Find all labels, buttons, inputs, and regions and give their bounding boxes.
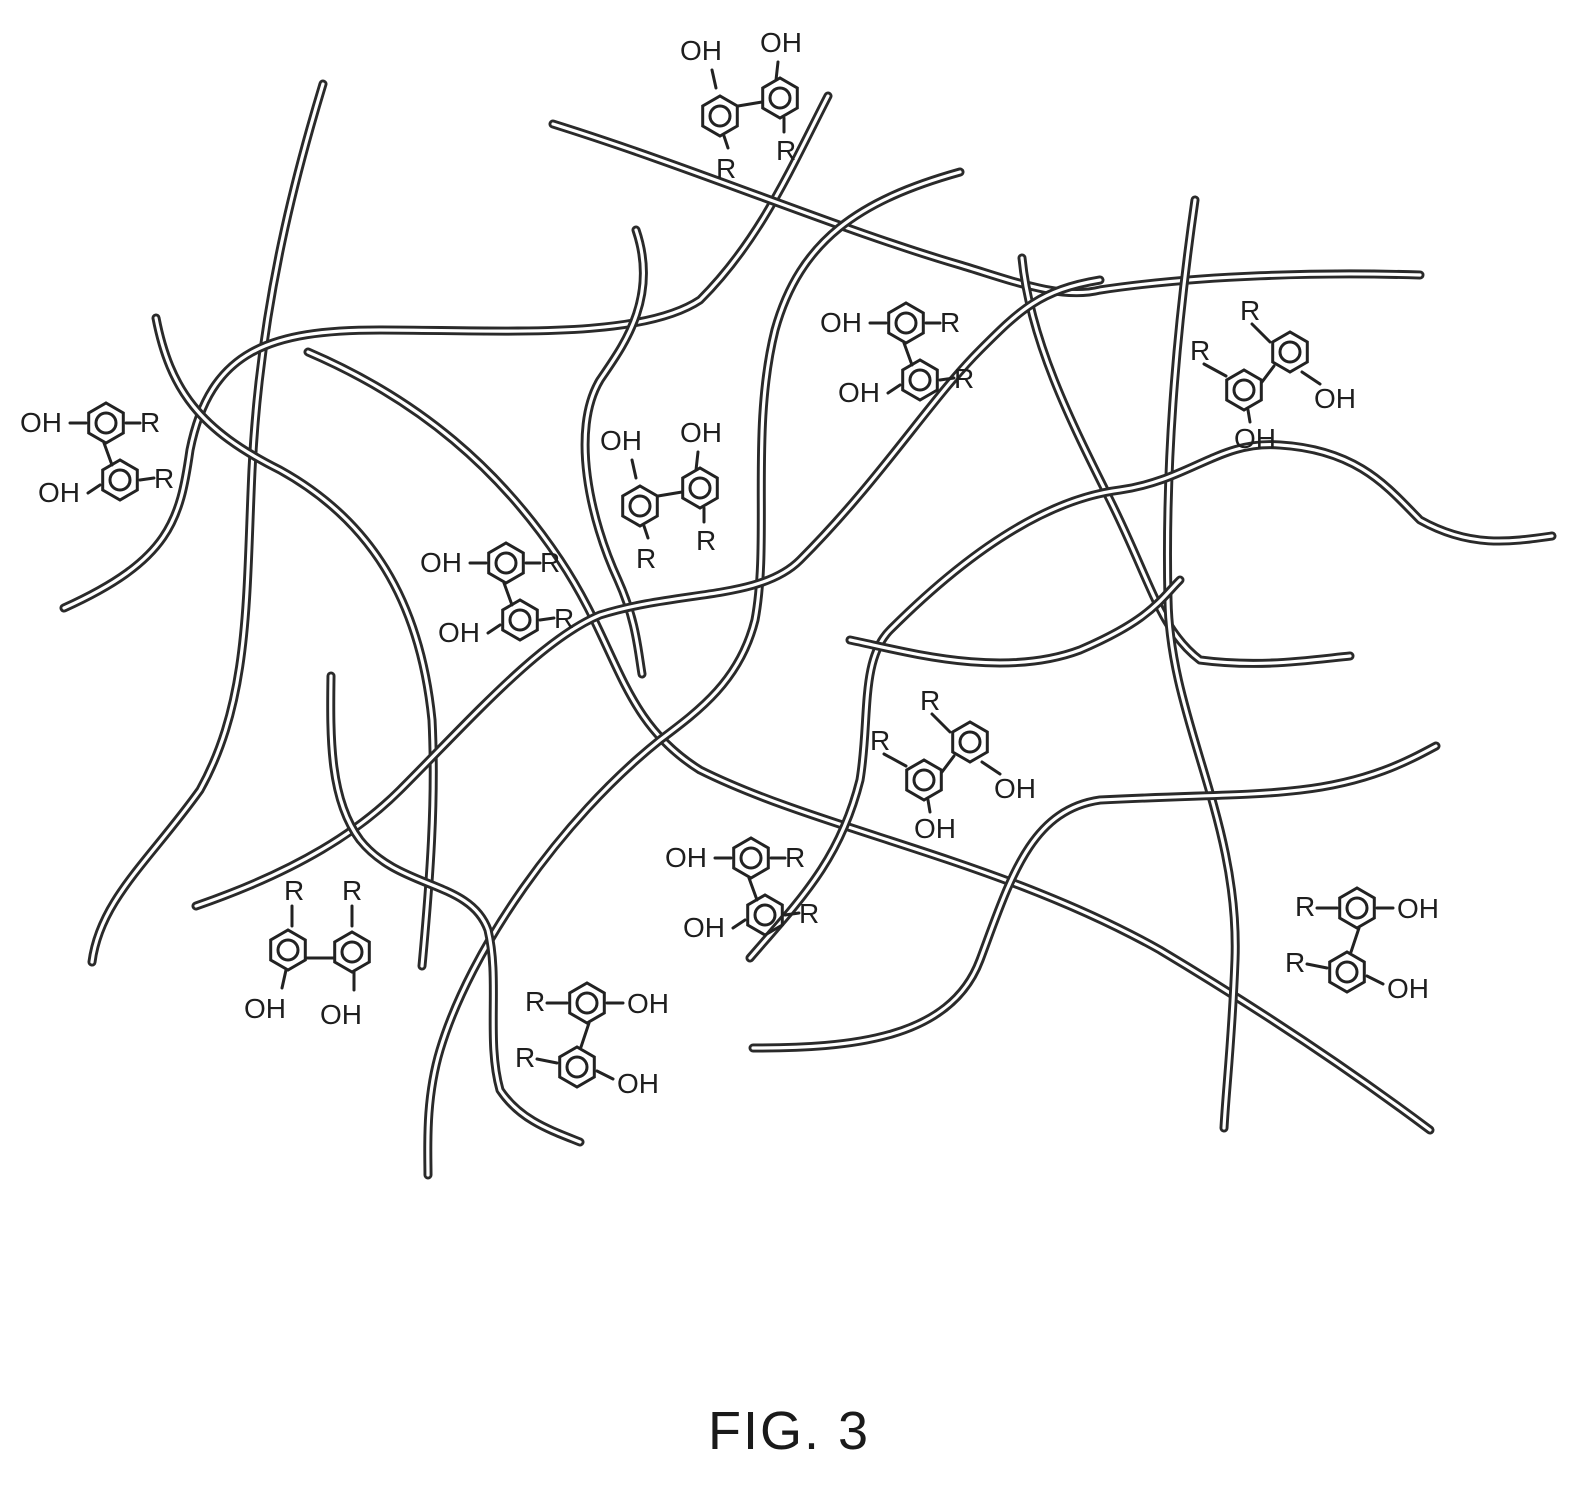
hydroxyl-label: OH bbox=[914, 813, 956, 844]
polymer-fibers bbox=[59, 79, 1557, 1180]
linker-label: R bbox=[515, 1042, 535, 1073]
benzene-ring bbox=[701, 94, 739, 138]
hydroxyl-label: OH bbox=[1397, 893, 1439, 924]
hydroxyl-label: OH bbox=[438, 617, 480, 648]
benzene-ring bbox=[333, 930, 371, 974]
hydroxyl-label: OH bbox=[1314, 383, 1356, 414]
linker-label: R bbox=[870, 725, 890, 756]
linker-label: R bbox=[920, 685, 940, 716]
biphenyl-diol-group: OH OH R R bbox=[680, 27, 802, 184]
linker-label: R bbox=[140, 407, 160, 438]
linker-label: R bbox=[284, 875, 304, 906]
benzene-ring bbox=[487, 541, 525, 585]
linker-label: R bbox=[954, 363, 974, 394]
biphenyl-diol-group: OH OH R R bbox=[600, 417, 722, 574]
benzene-ring bbox=[901, 358, 939, 402]
benzene-ring bbox=[1271, 330, 1309, 374]
hydroxyl-label: OH bbox=[1234, 423, 1276, 454]
hydroxyl-label: OH bbox=[683, 912, 725, 943]
hydroxyl-label: OH bbox=[38, 477, 80, 508]
linker-label: R bbox=[696, 525, 716, 556]
hydroxyl-label: OH bbox=[320, 999, 362, 1030]
biphenyl-diol-group: RR OH OH bbox=[870, 685, 1036, 844]
hydroxyl-label: OH bbox=[244, 993, 286, 1024]
polymer-fiber bbox=[326, 671, 585, 1147]
biphenyl-diol-group: OH R OH R bbox=[420, 541, 574, 648]
polymer-fiber bbox=[151, 313, 438, 971]
hydroxyl-label: OH bbox=[680, 35, 722, 66]
benzene-ring bbox=[621, 484, 659, 528]
biphenyl-diol-group: RR OH OH bbox=[1190, 295, 1356, 454]
hydroxyl-label: OH bbox=[760, 27, 802, 58]
linker-label: R bbox=[940, 307, 960, 338]
biphenyl-diol-group: R OH R OH bbox=[1285, 886, 1439, 1004]
linker-label: R bbox=[342, 875, 362, 906]
figure-caption: FIG. 3 bbox=[707, 1401, 871, 1461]
polymer-fiber bbox=[191, 275, 1105, 911]
benzene-ring bbox=[87, 401, 125, 445]
polymer-fiber bbox=[580, 225, 648, 679]
benzene-ring bbox=[1338, 886, 1376, 930]
linker-label: R bbox=[525, 986, 545, 1017]
benzene-ring bbox=[761, 76, 799, 120]
linker-label: R bbox=[1190, 335, 1210, 366]
benzene-ring bbox=[732, 836, 770, 880]
benzene-ring bbox=[1225, 368, 1263, 412]
hydroxyl-label: OH bbox=[420, 547, 462, 578]
benzene-ring bbox=[568, 981, 606, 1025]
polymer-fiber bbox=[303, 347, 1435, 1135]
benzene-ring bbox=[681, 466, 719, 510]
biphenyl-diol-group: R OH R OH bbox=[515, 981, 669, 1099]
polymer-fiber bbox=[745, 440, 1557, 963]
biphenyl-diol-group: OH R OH R bbox=[20, 401, 174, 508]
hydroxyl-label: OH bbox=[600, 425, 642, 456]
linker-label: R bbox=[1285, 947, 1305, 978]
hydroxyl-label: OH bbox=[680, 417, 722, 448]
polymer-fiber bbox=[548, 119, 1425, 298]
linker-label: R bbox=[554, 603, 574, 634]
polymer-fiber bbox=[1162, 195, 1240, 1133]
hydroxyl-label: OH bbox=[838, 377, 880, 408]
linker-label: R bbox=[636, 543, 656, 574]
biphenyl-diol-group: R R OH OH bbox=[244, 875, 371, 1030]
linker-label: R bbox=[154, 463, 174, 494]
hydroxyl-label: OH bbox=[665, 842, 707, 873]
linker-label: R bbox=[785, 842, 805, 873]
benzene-ring bbox=[101, 458, 139, 502]
hydroxyl-label: OH bbox=[820, 307, 862, 338]
hydroxyl-label: OH bbox=[1387, 973, 1429, 1004]
benzene-ring bbox=[558, 1045, 596, 1089]
benzene-ring bbox=[269, 928, 307, 972]
biphenyl-diol-group: OH R OH R bbox=[820, 301, 974, 408]
hydroxyl-label: OH bbox=[627, 988, 669, 1019]
linker-label: R bbox=[799, 898, 819, 929]
polymer-fiber bbox=[87, 79, 328, 967]
hydroxyl-label: OH bbox=[994, 773, 1036, 804]
linker-label: R bbox=[776, 135, 796, 166]
polymer-fiber bbox=[423, 167, 965, 1180]
biphenyl-diol-group: OH R OH R bbox=[665, 836, 819, 943]
linker-label: R bbox=[1240, 295, 1260, 326]
polymer-fiber bbox=[1017, 253, 1355, 668]
benzene-ring bbox=[501, 598, 539, 642]
polymer-fiber bbox=[845, 575, 1185, 668]
benzene-ring bbox=[905, 758, 943, 802]
hydroxyl-label: OH bbox=[20, 407, 62, 438]
hydroxyl-label: OH bbox=[617, 1068, 659, 1099]
benzene-ring bbox=[1328, 950, 1366, 994]
polymer-fiber bbox=[59, 91, 833, 613]
benzene-ring bbox=[746, 893, 784, 937]
polymer-fiber bbox=[748, 741, 1441, 1053]
benzene-ring bbox=[951, 720, 989, 764]
linker-label: R bbox=[1295, 891, 1315, 922]
linker-label: R bbox=[716, 153, 736, 184]
benzene-ring bbox=[887, 301, 925, 345]
linker-label: R bbox=[540, 547, 560, 578]
